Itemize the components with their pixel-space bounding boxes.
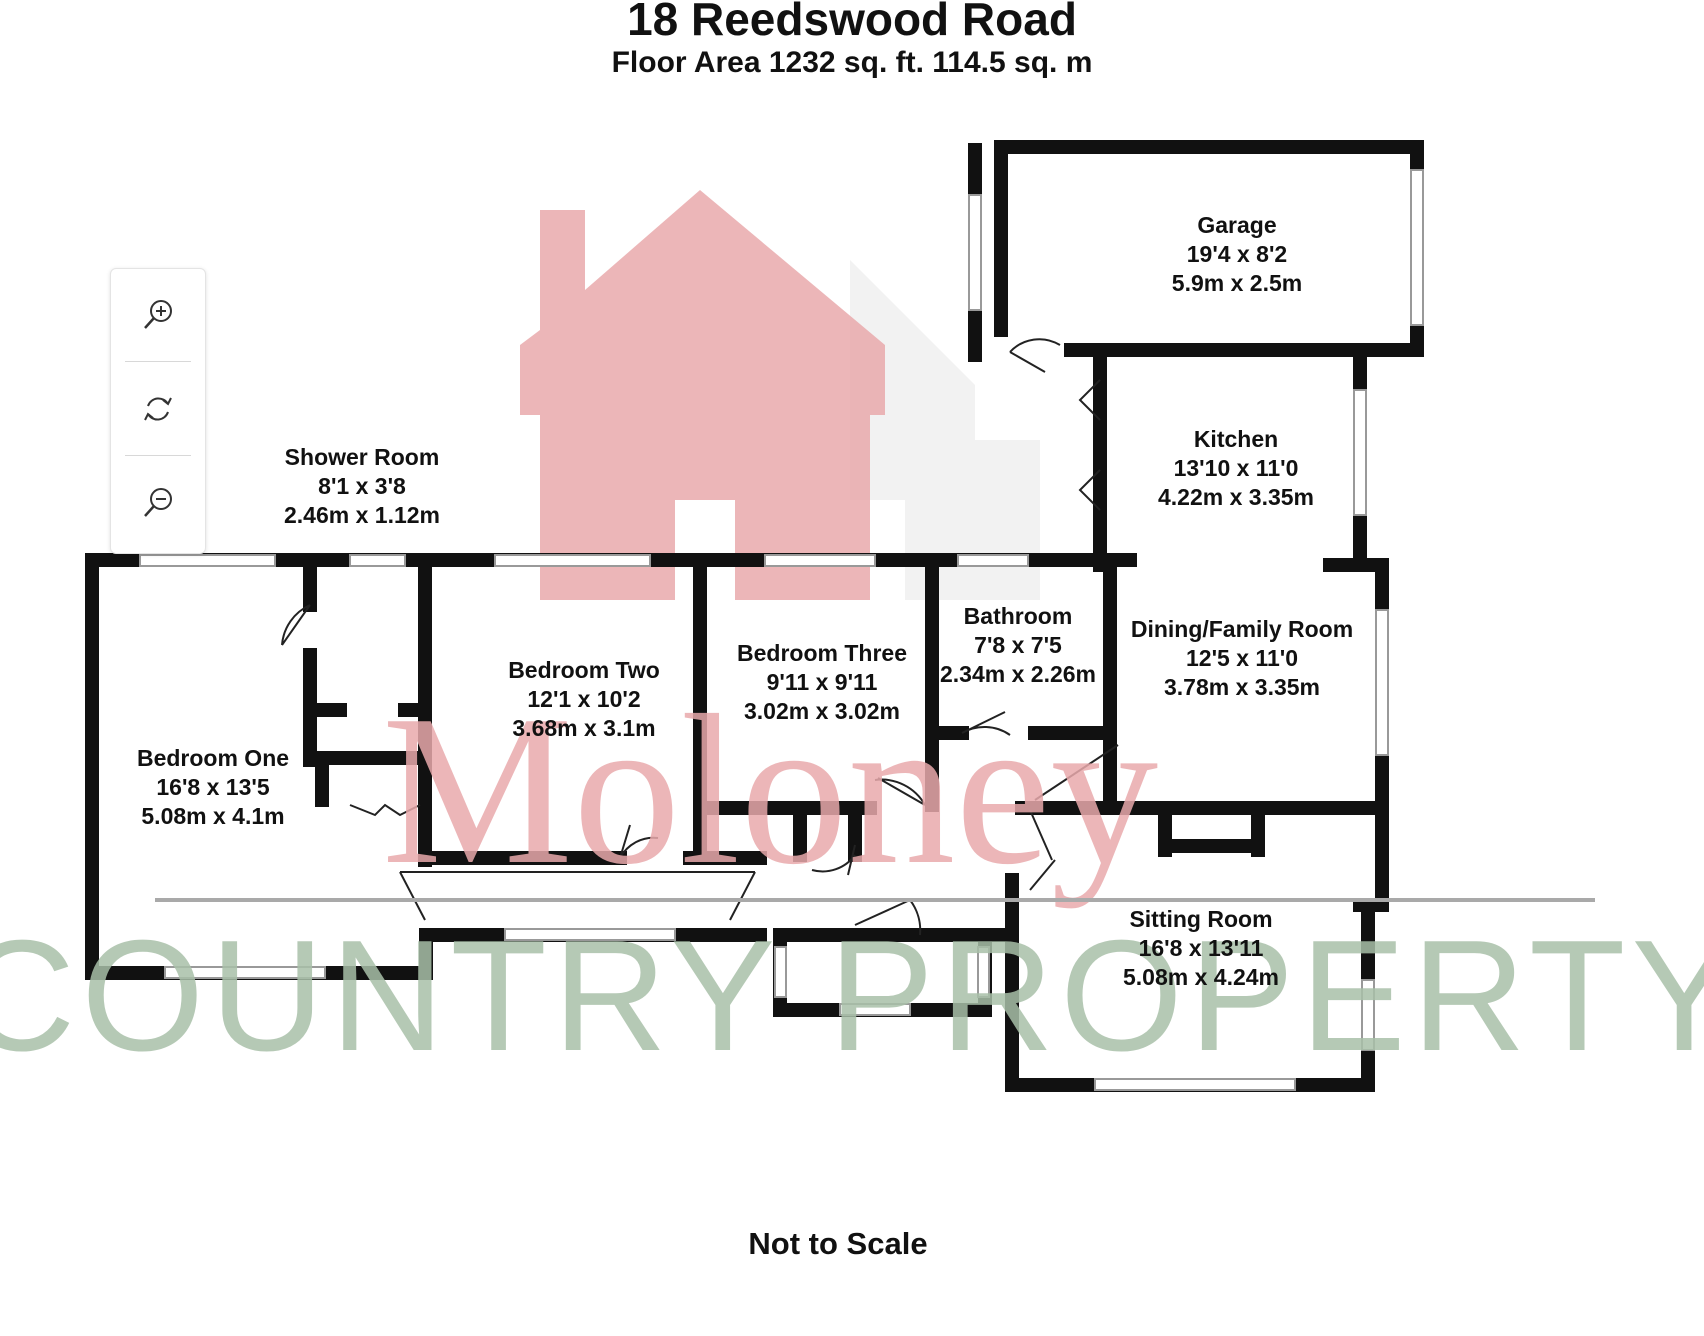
zoom-controls (110, 268, 206, 554)
windows (139, 169, 1424, 1091)
doors (281, 338, 1119, 936)
zoom-in-button[interactable] (111, 275, 205, 355)
agent-tagline-watermark: COUNTRY PROPERTY (0, 908, 1704, 1084)
floor-area: Floor Area 1232 sq. ft. 114.5 sq. m (611, 46, 1093, 79)
zoom-in-icon (144, 300, 172, 329)
agent-name-watermark: Moloney (382, 670, 1158, 909)
scale-note: Not to Scale (748, 1226, 928, 1261)
zoom-out-icon (144, 488, 172, 517)
rotate-icon (144, 397, 172, 421)
agent-wordmark: Moloney COUNTRY PROPERTY (0, 670, 1704, 1084)
plan-title: 18 Reedswood Road (627, 0, 1077, 45)
zoom-out-button[interactable] (111, 463, 205, 543)
zoom-separator (125, 361, 191, 362)
agent-house-logo (520, 190, 1040, 600)
rotate-button[interactable] (111, 369, 205, 449)
zoom-separator (125, 455, 191, 456)
